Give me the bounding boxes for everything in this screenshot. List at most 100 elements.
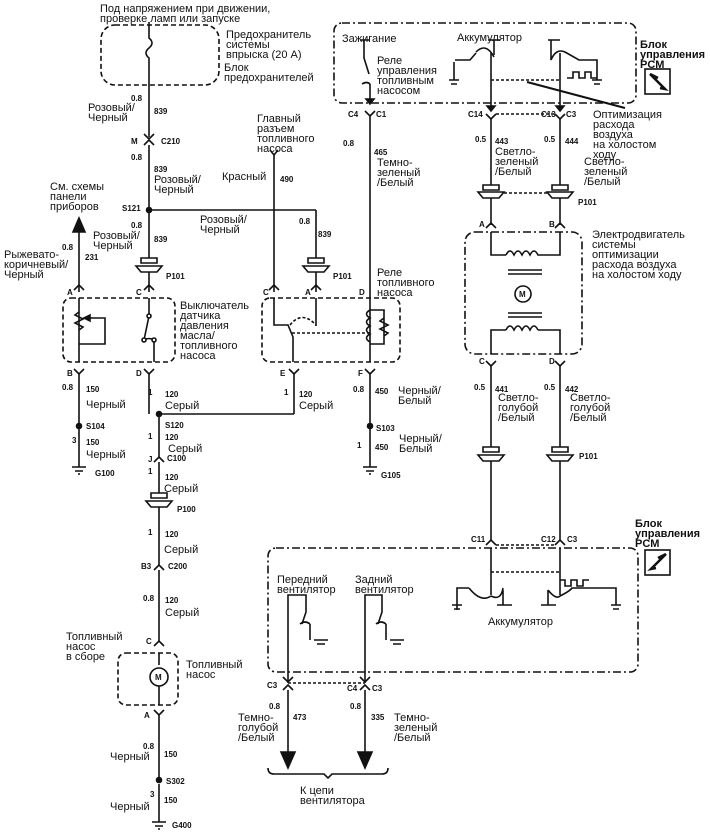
pin-c14: C14 — [468, 110, 483, 119]
ignition-label: Зажигание — [342, 33, 397, 45]
w443-color: Светло- зеленый /Белый — [495, 146, 539, 178]
pin-c-oil: C — [136, 288, 142, 297]
arrow-down-icon — [279, 751, 297, 770]
pin-c1-top: C1 — [376, 110, 387, 119]
fuel-pump-box — [117, 652, 179, 706]
pcm-bottom-box — [267, 547, 639, 673]
w450-g-gauge: 1 — [357, 441, 362, 450]
pin-a-oil: A — [67, 288, 73, 297]
pin-c3-rear: C3 — [372, 684, 383, 693]
fuse-block-box — [100, 24, 220, 86]
w473-num: 473 — [293, 713, 307, 722]
front-fan-label: Передний вентилятор — [277, 574, 336, 596]
iac-coil-bottom-icon — [505, 325, 539, 332]
w231-color: Рыжевато- коричневый/ Черный — [4, 249, 69, 281]
motor-m-iac: M — [519, 290, 526, 299]
w442-color: Светло- голубой /Белый — [570, 392, 611, 424]
ground-g100-icon — [72, 466, 86, 475]
motor-m-label: M — [155, 673, 162, 682]
w465-gauge: 0.8 — [343, 139, 355, 148]
w150-pump-color: Черный — [110, 751, 150, 763]
w120-b-color: Серый — [165, 607, 200, 619]
ground-g400-icon — [152, 821, 166, 830]
ground-g105-icon — [363, 466, 377, 475]
pin-c13: C13 — [541, 110, 556, 119]
w150-g-num: 150 — [86, 438, 100, 447]
pump-label: Топливный насос — [186, 659, 243, 681]
pin-c-iac: C — [479, 357, 485, 366]
w450-g-color: Черный/ Белый — [399, 433, 442, 455]
w839-left-num: 839 — [154, 235, 168, 244]
w150-pump-num: 150 — [164, 750, 178, 759]
pump-assy-label: Топливный насос в сборе — [66, 631, 123, 663]
oil-pressure-switch-box — [62, 297, 176, 363]
w450-f-num: 450 — [375, 387, 389, 396]
w150-g-gauge: 3 — [72, 436, 77, 445]
brace — [267, 767, 389, 780]
p101-label-right: P101 — [578, 198, 597, 207]
w150-pump-gauge: 0.8 — [143, 742, 155, 751]
pin-d-relay: D — [359, 288, 365, 297]
w335-gauge: 0.8 — [350, 702, 362, 711]
s121-label: S121 — [122, 204, 141, 213]
iac-motor-label: Электродвигатель системы оптимизации рас… — [592, 229, 685, 281]
w231-gauge: 0.8 — [62, 243, 74, 252]
w150-g400-num: 150 — [164, 796, 178, 805]
s302-label: S302 — [166, 777, 185, 786]
w150-b-num: 150 — [86, 385, 100, 394]
w231-num: 231 — [85, 253, 99, 262]
w444-color: Светло- зеленый /Белый — [584, 156, 628, 188]
w120-e-num: 120 — [299, 390, 313, 399]
w450-g-num: 450 — [375, 443, 389, 452]
pin-b-oil: B — [67, 369, 73, 378]
c210-label: C210 — [161, 137, 181, 146]
connector-p101-lower — [476, 446, 575, 462]
fuel-relay-label: Реле топливного насоса — [377, 267, 435, 299]
connector-p101-right — [476, 184, 575, 199]
w120-e-color: Серый — [299, 400, 334, 412]
w120-c-color: Серый — [164, 483, 199, 495]
fuse-label: Предохранитель системы впрыска (20 A) — [226, 29, 312, 61]
pin-d-oil: D — [136, 369, 142, 378]
main-connector-label: Главный разъем топливного насоса — [257, 113, 315, 155]
pin-c12: C12 — [541, 535, 556, 544]
fuse-icon — [145, 22, 153, 85]
battery-bottom-label: Аккумулятор — [488, 616, 553, 628]
pin-c-pump: C — [146, 637, 152, 646]
w441-num: 441 — [495, 385, 509, 394]
connector-p101-left — [134, 257, 164, 273]
w441-color: Светло- голубой /Белый — [498, 392, 539, 424]
g400-label: G400 — [172, 821, 192, 830]
w465-color: Темно- зеленый /Белый — [377, 157, 421, 189]
pcm-top-title: Блок управления PCM — [640, 39, 706, 71]
w150-b-color: Черный — [86, 399, 126, 411]
pin-c3-front: C3 — [267, 681, 278, 690]
pcm-top-box — [333, 22, 637, 104]
w120-d-num: 120 — [165, 390, 179, 399]
fan-circuit-label: К цепи вентилятора — [300, 785, 365, 807]
w473-gauge: 0.8 — [269, 702, 281, 711]
w839-right-color: Розовый/ Черный — [200, 214, 247, 236]
pin-e-relay: E — [280, 369, 286, 378]
w839-color: Розовый/ Черный — [88, 102, 135, 124]
w443-num: 443 — [495, 137, 509, 146]
iac-motor-icon — [514, 285, 532, 303]
w150-g400-gauge: 3 — [150, 790, 155, 799]
w839-right-num: 839 — [318, 230, 332, 239]
pin-a-iac: A — [479, 220, 485, 229]
w444-num: 444 — [565, 137, 579, 146]
w120-b-num: 120 — [165, 596, 179, 605]
battery-top-label: Аккумулятор — [457, 32, 522, 44]
s104-label: S104 — [86, 422, 105, 431]
w335-num: 335 — [371, 713, 385, 722]
pin-d-iac: D — [549, 357, 555, 366]
p101-label-lower: P101 — [579, 452, 598, 461]
w490-color: Красный — [222, 171, 267, 183]
w442-num: 442 — [565, 385, 579, 394]
pcm-bottom-title: Блок управления PCM — [635, 518, 701, 550]
c100-pin: J — [148, 455, 153, 464]
c100-label: C100 — [167, 454, 187, 463]
pin-c11: C11 — [471, 535, 486, 544]
relay-control-label: Реле управления топливным насосом — [377, 55, 437, 97]
